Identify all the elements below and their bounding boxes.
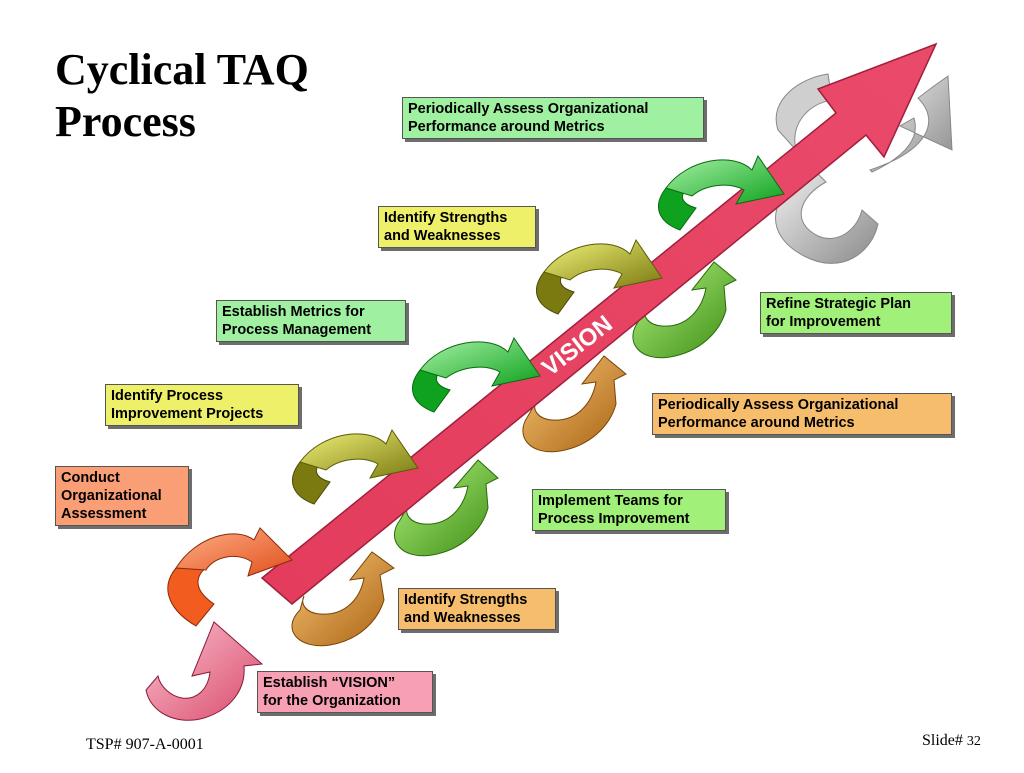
step-identify-process-projects: Identify Process Improvement Projects (105, 384, 299, 426)
green-curl-2-icon (657, 154, 785, 231)
gray-curl-icon (775, 73, 953, 264)
footer-slide-number: Slide# 32 (922, 732, 981, 750)
step-periodically-assess-1: Periodically Assess Organizational Perfo… (652, 393, 952, 435)
yellow-curl-1-icon (291, 428, 419, 505)
step-identify-strengths-2: Identify Strengths and Weaknesses (378, 206, 536, 248)
slide-title: Cyclical TAQ Process (55, 44, 309, 148)
title-line-2: Process (55, 97, 196, 146)
footer-document-id: TSP# 907-A-0001 (86, 736, 204, 753)
step-conduct-assessment: Conduct Organizational Assessment (55, 466, 189, 526)
title-line-1: Cyclical TAQ (55, 45, 309, 94)
step-establish-metrics: Establish Metrics for Process Management (216, 300, 406, 342)
step-implement-teams: Implement Teams for Process Improvement (532, 489, 726, 531)
pink-curl-icon (145, 621, 264, 721)
slide-number-value: 32 (966, 734, 981, 749)
lower-curl-1-icon (291, 551, 395, 647)
yellow-curl-2-icon (535, 238, 663, 315)
step-establish-vision: Establish “VISION” for the Organization (257, 671, 433, 713)
step-refine-strategic-plan: Refine Strategic Plan for Improvement (760, 292, 952, 334)
green-curl-1-icon (411, 336, 541, 413)
lower-curl-2-icon (394, 459, 499, 557)
lower-curl-4-icon (632, 261, 737, 359)
step-identify-strengths-1: Identify Strengths and Weaknesses (398, 588, 556, 630)
slide-number-label: Slide# (922, 732, 963, 749)
orange-curl-icon (167, 527, 293, 627)
lower-curl-3-icon (522, 355, 627, 453)
step-periodically-assess-2: Periodically Assess Organizational Perfo… (402, 97, 704, 139)
